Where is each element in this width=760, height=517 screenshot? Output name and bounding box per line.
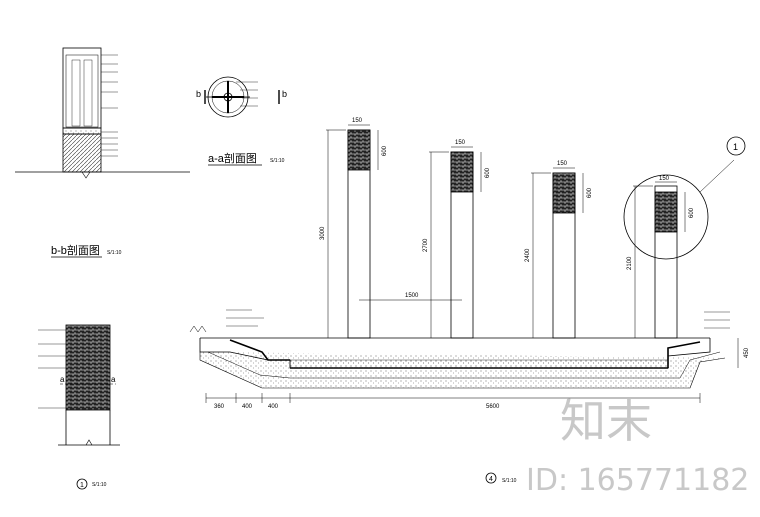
cut-mark-b-right: b: [282, 89, 287, 99]
detail-4-marker: [485, 472, 497, 484]
aa-section-title: a-a剖面图: [208, 151, 257, 165]
dim-span: 1500: [405, 293, 419, 299]
watermark-brand: 知末: [560, 394, 652, 448]
bb-section-title: b-b剖面图: [51, 243, 100, 257]
elevation-4-dimensions: 150 150 150 150 3000 2700 2400 2100 600 …: [214, 118, 750, 410]
dim-col-3-width: 150: [557, 161, 568, 167]
detail-1-drawing: [38, 324, 120, 446]
dim-height-3: 2400: [525, 248, 531, 262]
aa-section-drawing: [204, 76, 280, 118]
elevation-4-drawing: [189, 124, 746, 403]
dim-col-2-width: 150: [455, 140, 466, 146]
cut-mark-a-right: a: [111, 375, 116, 384]
dim-base-360: 360: [214, 404, 225, 410]
dim-right-450: 450: [744, 347, 750, 358]
dim-height-4: 2100: [627, 256, 633, 270]
aa-section-scale: S/1:10: [270, 158, 285, 164]
bb-section-drawing: [15, 47, 190, 179]
detail-1-scale: S/1:10: [92, 482, 107, 488]
dim-base-400b: 400: [268, 404, 279, 410]
dim-col-4-width: 150: [659, 176, 670, 182]
cut-mark-a-left: a: [60, 375, 65, 384]
dim-band-4: 600: [689, 207, 695, 218]
dim-band-2: 600: [485, 167, 491, 178]
dim-band-3: 600: [587, 187, 593, 198]
watermark-id: ID: 165771182: [526, 463, 749, 498]
cut-mark-b-left: b: [196, 89, 201, 99]
detail-4-number: 4: [489, 476, 493, 483]
detail-1-number: 1: [80, 482, 84, 489]
dim-base-400a: 400: [242, 404, 253, 410]
dim-height-2: 2700: [423, 238, 429, 252]
detail-4-scale: S/1:10: [502, 478, 517, 484]
dim-base-total: 5600: [486, 404, 500, 410]
dim-band-1: 600: [382, 145, 388, 156]
bb-section-scale: S/1:10: [107, 250, 122, 256]
detail-1-marker: [76, 478, 88, 490]
dim-col-1-width: 150: [352, 118, 363, 124]
dim-height-1: 3000: [320, 226, 326, 240]
callout-number: 1: [733, 142, 738, 152]
